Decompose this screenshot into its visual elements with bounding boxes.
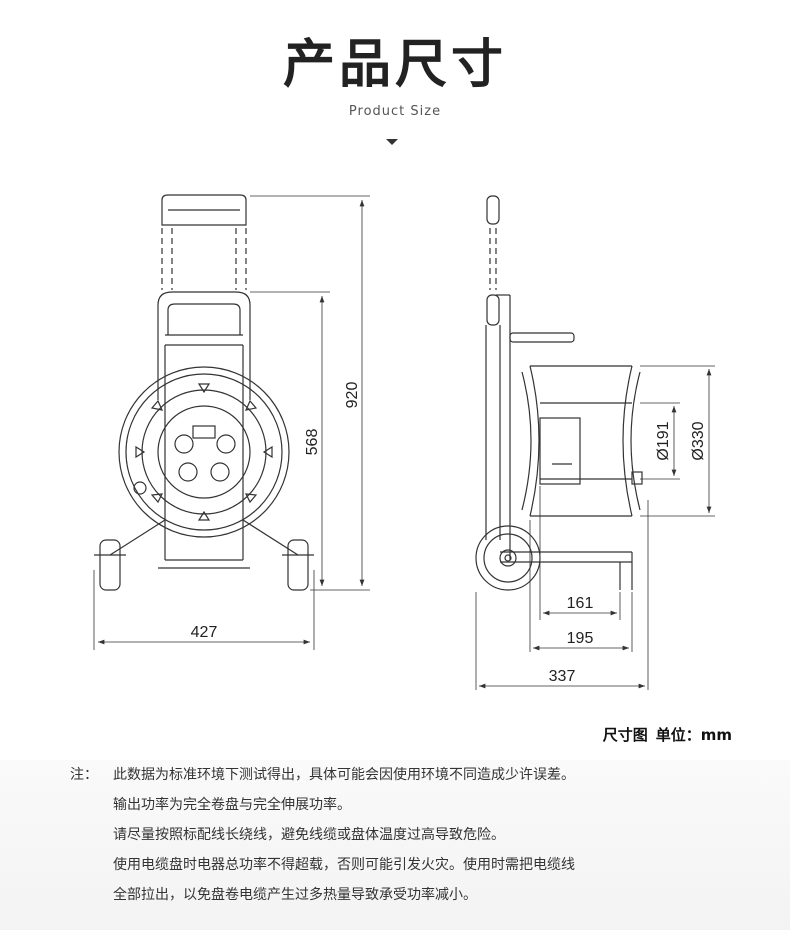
page-subtitle: Product Size xyxy=(348,104,442,119)
dim-front-width: 427 xyxy=(191,624,218,641)
caption-label: 尺寸图 xyxy=(602,726,648,744)
dim-front-height-frame: 568 xyxy=(304,429,321,456)
side-view xyxy=(475,195,643,591)
note-line: 此数据为标准环境下测试得出，具体可能会因使用环境不同造成少许误差。 xyxy=(113,767,575,783)
dim-side-depth-total: 337 xyxy=(549,668,576,685)
front-view xyxy=(94,194,314,591)
dim-side-depth-2: 195 xyxy=(567,630,594,647)
page-title: 产品尺寸 xyxy=(282,35,507,95)
note-line: 使用电缆盘时电器总功率不得超载，否则可能引发火灾。使用时需把电缆线 xyxy=(113,857,575,873)
note-line: 全部拉出，以免盘卷电缆产生过多热量导致承受功率减小。 xyxy=(113,887,477,903)
dimension-drawing: 920 568 427 xyxy=(93,194,715,690)
caption-unit: 单位：mm xyxy=(655,726,732,744)
reel-vents xyxy=(135,383,273,521)
notes-panel xyxy=(0,760,790,930)
drawing-caption: 尺寸图单位：mm xyxy=(595,724,732,745)
down-arrow-icon xyxy=(386,139,398,145)
dim-side-inner-dia: Ø191 xyxy=(655,421,672,460)
notes-label: 注： xyxy=(70,767,98,783)
dim-side-depth-1: 161 xyxy=(567,595,594,612)
dim-side-outer-dia: Ø330 xyxy=(690,421,707,460)
dim-front-height-total: 920 xyxy=(344,382,361,409)
note-line: 输出功率为完全卷盘与完全伸展功率。 xyxy=(113,797,351,813)
note-line: 请尽量按照标配线长绕线，避免线缆或盘体温度过高导致危险。 xyxy=(113,827,505,843)
